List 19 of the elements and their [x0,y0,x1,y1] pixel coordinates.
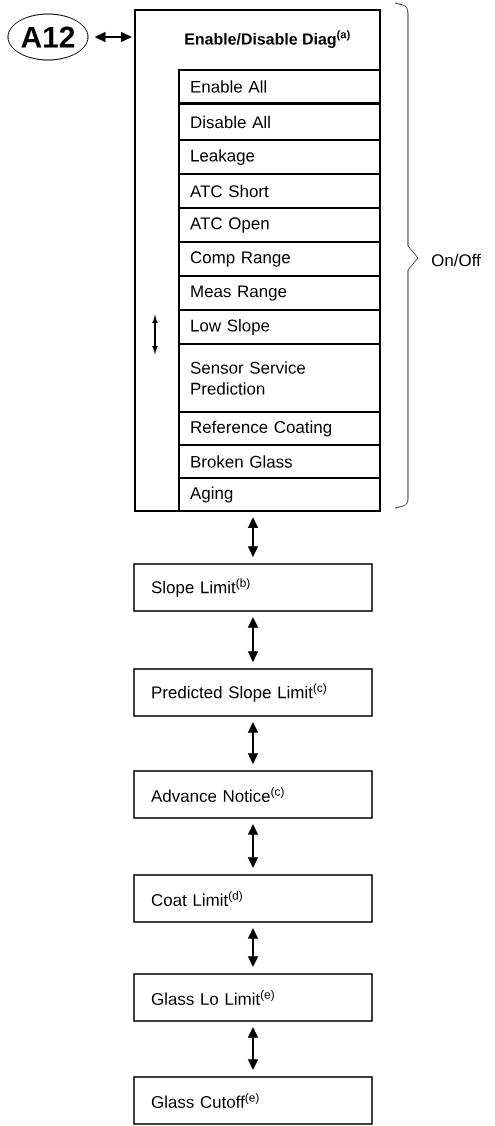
parameter-box: Advance Notice$^{(c)}$ [133,770,373,819]
menu-item-box: ATC Open [178,207,381,243]
menu-item-box: Sensor Service Prediction [178,343,381,413]
brace-label: On/Off [432,253,481,267]
parameter-box: Glass Cutoff$^{(e)}$ [133,1076,373,1125]
menu-item-box: Leakage [178,139,381,175]
menu-item-box: ATC Short [178,173,381,209]
menu-item-box: Enable All [178,69,381,104]
menu-item-box: Aging [178,477,381,512]
menu-item-box: Reference Coating [178,411,381,446]
parameter-box: Slope Limit$^{(b)}$ [133,563,373,612]
menu-item-box: Broken Glass [178,444,381,479]
menu-item-box: Disable All [178,103,381,141]
menu-item-box: Low Slope [178,309,381,345]
menu-item-box: Meas Range [178,275,381,311]
menu-item-box: Comp Range [178,241,381,277]
parameter-box: Predicted Slope Limit$^{(c)}$ [133,668,373,717]
parameter-box: Glass Lo Limit$^{(e)}$ [133,973,373,1022]
parameter-box: Coat Limit$^{(d)}$ [133,874,373,923]
